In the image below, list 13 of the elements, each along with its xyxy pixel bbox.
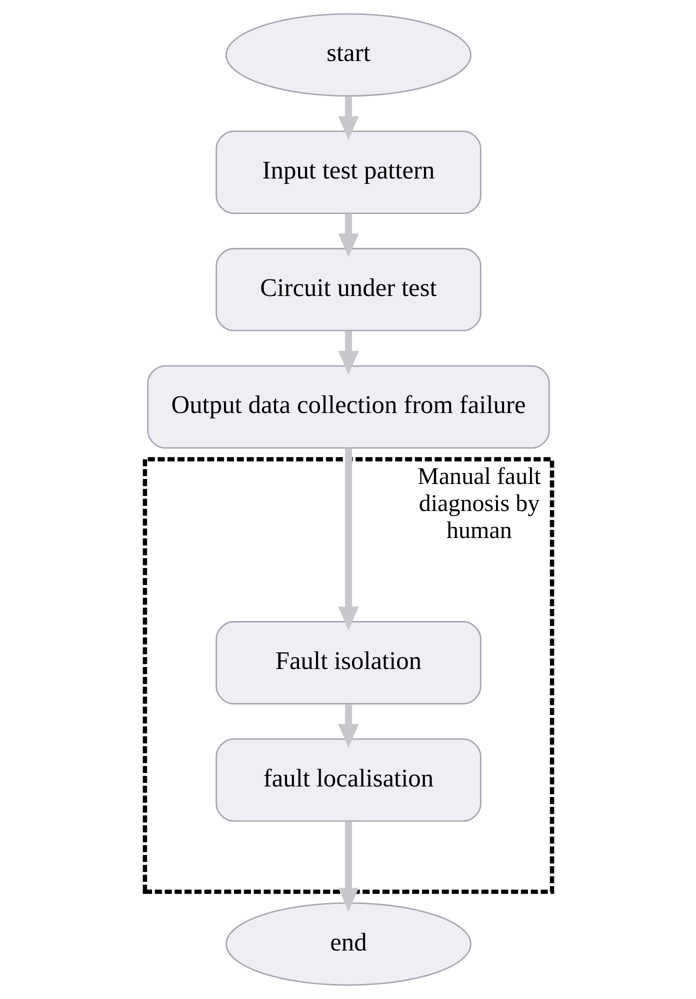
node-ellipse: end (225, 902, 471, 986)
arrow (338, 214, 358, 258)
node-box: Circuit under test (215, 248, 481, 332)
arrow (338, 331, 358, 374)
node-box: Output data collection from failure (146, 365, 550, 449)
arrow (338, 821, 358, 912)
node-box: Fault isolation (215, 621, 481, 704)
node-ellipse: start (225, 13, 471, 97)
arrow (338, 96, 358, 140)
arrow (338, 448, 358, 630)
arrow (338, 704, 358, 748)
node-box: fault localisation (215, 738, 481, 822)
node-box: Input test pattern (215, 130, 481, 214)
